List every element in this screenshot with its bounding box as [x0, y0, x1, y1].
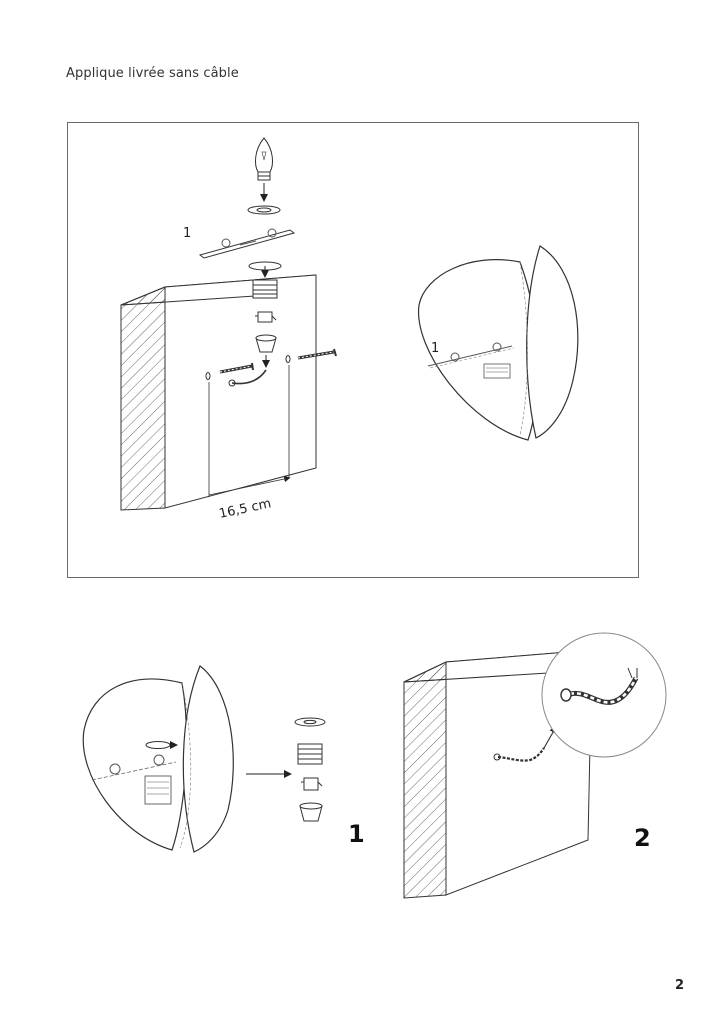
step1-label: 1: [348, 820, 365, 848]
step2-illustration: [403, 649, 593, 899]
wall-block-icon: [120, 274, 317, 511]
step1-parts: [294, 717, 326, 822]
assembled-part-label-1: 1: [431, 341, 439, 356]
page-number: 2: [674, 978, 684, 993]
lamp-shade-icon: [418, 245, 579, 441]
exploded-view-frame: [67, 122, 639, 578]
bulb-icon: [255, 137, 273, 181]
magnifier-circle-icon: [541, 632, 667, 758]
ring-nut: [247, 205, 281, 215]
socket-icon: [252, 279, 278, 299]
screw-icon: [219, 348, 337, 374]
part-label-1: 1: [183, 226, 191, 241]
twisted-cable-icon: [560, 667, 639, 705]
bracket-bar: [198, 228, 296, 259]
step2-label: 2: [634, 824, 651, 852]
dimension-label: 16,5 cm: [218, 496, 273, 522]
page-heading: Applique livrée sans câble: [66, 66, 239, 81]
step1-illustration: [82, 665, 234, 853]
exploded-view: 1: [120, 137, 579, 522]
